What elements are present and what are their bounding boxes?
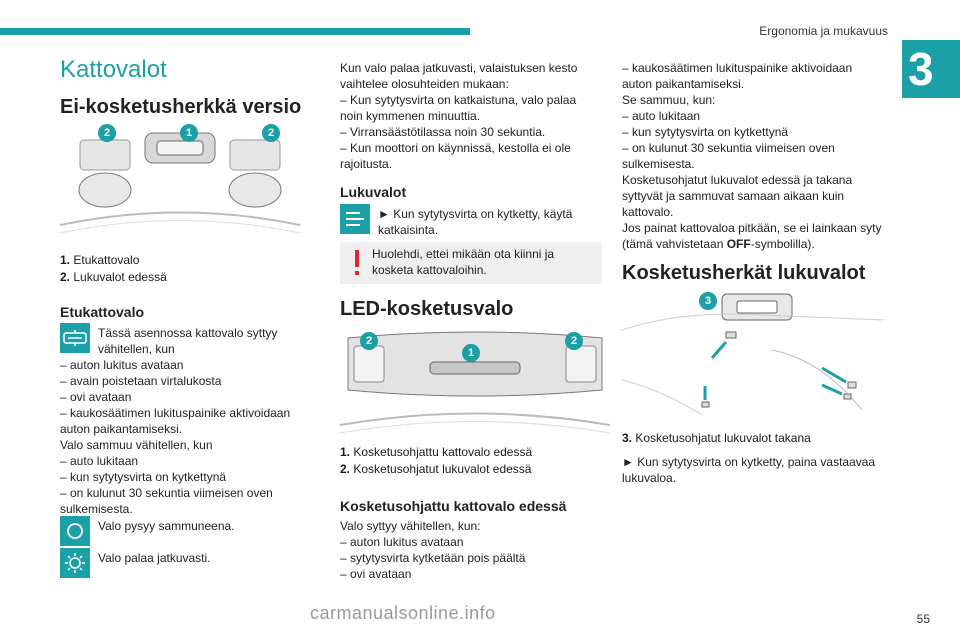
- illustration-led-lights: [340, 331, 610, 434]
- main-title: Kattovalot: [60, 56, 167, 83]
- legend-rear: 3. Kosketusohjatut lukuvalot takana: [622, 430, 811, 447]
- badge-1: 1: [180, 124, 198, 142]
- duration-text-block: Kun valo palaa jatkuvasti, valaistuksen …: [340, 61, 578, 171]
- badge-1-led: 1: [462, 344, 480, 362]
- front-light-title: Etukattovalo: [60, 304, 145, 320]
- illustration-rear-lights: [622, 293, 884, 416]
- legend-item: 2. Kosketusohjatut lukuvalot edessä: [340, 462, 532, 476]
- on-text: Valo palaa jatkuvasti.: [98, 551, 211, 565]
- watermark: carmanualsonline.info: [310, 603, 496, 623]
- badge-2-left: 2: [98, 124, 116, 142]
- badge-2-right-led: 2: [565, 332, 583, 350]
- touch-reading-title: Kosketusherkät lukuvalot: [622, 262, 866, 284]
- touch-behaviour-text: – kaukosäätimen lukituspainike aktivoida…: [622, 61, 882, 251]
- light-on-icon: [60, 548, 90, 578]
- legend-item: 3. Kosketusohjatut lukuvalot takana: [622, 431, 811, 445]
- front-icon-text: Tässä asennossa kattovalo syttyy vähitel…: [98, 326, 278, 356]
- reading-lights-title: Lukuvalot: [340, 184, 407, 200]
- legend-item: 1. Kosketusohjattu kattovalo edessä: [340, 445, 533, 459]
- page-number: 55: [916, 612, 930, 626]
- chapter-number: 3: [902, 40, 960, 98]
- warning-icon: [355, 250, 359, 275]
- legend-non-touch: 1. Etukattovalo 2. Lukuvalot edessä: [60, 252, 167, 286]
- touch-front-title: Kosketusohjattu kattovalo edessä: [340, 498, 567, 514]
- instruction-icon: [340, 204, 370, 234]
- legend-item: 1. Etukattovalo: [60, 253, 140, 267]
- warning-box: Huolehdi, ettei mikään ota kiinni ja kos…: [340, 242, 602, 284]
- led-title: LED-kosketusvalo: [340, 298, 514, 320]
- badge-2-right: 2: [262, 124, 280, 142]
- rear-action-text: ► Kun sytytysvirta on kytketty, paina va…: [622, 455, 876, 485]
- badge-2-left-led: 2: [360, 332, 378, 350]
- subtitle-non-touch: Ei-kosketusherkkä versio: [60, 96, 302, 118]
- section-title: Ergonomia ja mukavuus: [759, 24, 888, 38]
- warning-text: Huolehdi, ettei mikään ota kiinni ja kos…: [372, 247, 555, 277]
- touch-front-text: Valo syttyy vähitellen, kun: – auton luk…: [340, 519, 526, 581]
- legend-led: 1. Kosketusohjattu kattovalo edessä 2. K…: [340, 444, 532, 478]
- header-accent-bar: [0, 28, 470, 35]
- legend-item: 2. Lukuvalot edessä: [60, 270, 167, 284]
- front-text-block: – auton lukitus avataan – avain poisteta…: [60, 358, 291, 516]
- badge-3: 3: [699, 292, 717, 310]
- reading-text: ► Kun sytytysvirta on kytketty, käytä ka…: [378, 207, 573, 237]
- off-text: Valo pysyy sammuneena.: [98, 519, 235, 533]
- door-mode-icon: [60, 323, 90, 353]
- illustration-non-touch-lights: [60, 132, 300, 234]
- light-off-icon: [60, 516, 90, 546]
